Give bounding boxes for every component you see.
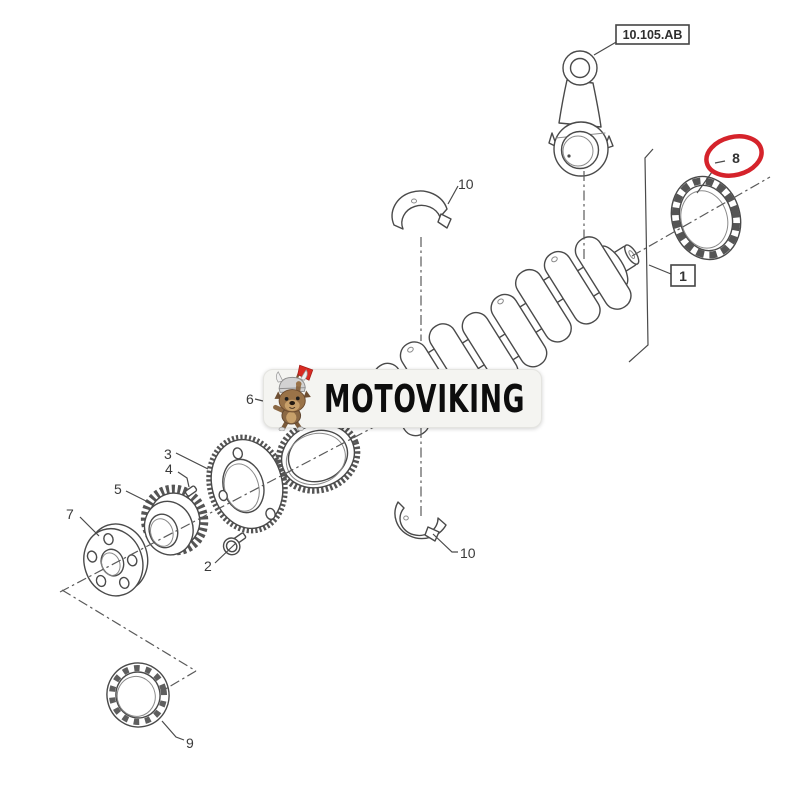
viking-dog-icon — [273, 364, 314, 431]
ring-gear-drawing — [275, 418, 361, 494]
woodruff-key-drawing — [184, 485, 198, 497]
callout-8-label: 8 — [732, 150, 740, 166]
connecting-rod-drawing — [548, 50, 614, 177]
oil-hole-dot — [567, 154, 571, 158]
section-reference-label: 10.105.AB — [623, 28, 683, 42]
timing-gear-plate-drawing — [206, 434, 288, 534]
oil-hole-dot — [407, 346, 414, 353]
section-reference-box: 10.105.AB — [615, 24, 690, 45]
gear-teeth — [206, 434, 288, 534]
callout-10-upper-label: 10 — [458, 176, 474, 192]
main-bearing-shell-upper — [391, 190, 452, 230]
callout-2-label: 2 — [204, 558, 212, 574]
callout-1-label: 1 — [679, 268, 687, 284]
oil-hole-dot — [411, 198, 417, 204]
callout-labels: 8 10 10 3 4 5 7 6 2 9 — [66, 150, 740, 751]
center-axis-lines — [59, 171, 771, 692]
main-bearing-shell-lower — [394, 501, 447, 542]
callout-1-box: 1 — [670, 264, 696, 287]
callout-6-label: 6 — [246, 391, 254, 407]
callout-9-label: 9 — [186, 735, 194, 751]
seal-slots — [671, 177, 741, 259]
assembly-span-bracket — [628, 148, 654, 363]
highlight-ellipse — [704, 134, 764, 178]
seal-slots — [108, 665, 168, 725]
oil-hole-dot — [403, 515, 409, 521]
callout-3-label: 3 — [164, 446, 172, 462]
front-seal-carrier-ring — [670, 175, 742, 261]
oil-hole-dot — [497, 298, 504, 305]
crank-gear-drawing — [140, 484, 209, 556]
watermark-brand-text: MOTOVIKING — [324, 376, 526, 421]
gear-teeth — [275, 418, 361, 494]
callout-10-lower-label: 10 — [460, 545, 476, 561]
rear-seal-ring-drawing — [106, 662, 170, 728]
watermark-badge: MOTOVIKING — [263, 364, 542, 431]
callout-5-label: 5 — [114, 481, 122, 497]
oil-hole-dot — [551, 256, 558, 263]
pulley-hub-flange-drawing — [83, 523, 149, 597]
leader-lines — [79, 40, 726, 741]
callout-4-label: 4 — [165, 461, 173, 477]
callout-7-label: 7 — [66, 506, 74, 522]
